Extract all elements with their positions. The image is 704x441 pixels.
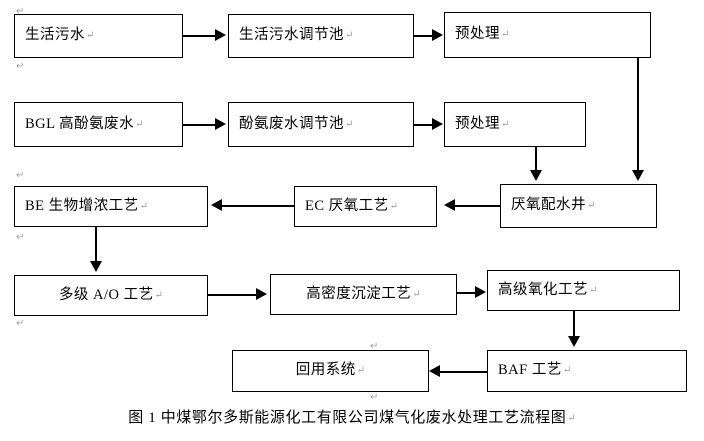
pilcrow-icon: ↵: [562, 365, 572, 377]
node-label: 高级氧化工艺↵: [498, 281, 598, 298]
pilcrow-icon: ↵: [501, 29, 510, 41]
node-label: BGL 高酚氨废水↵: [25, 115, 144, 132]
node-ec-anaerobic[interactable]: EC 厌氧工艺↵: [294, 186, 437, 227]
edge-arrowhead-right-icon: [256, 288, 267, 300]
node-label: 回用系统↵: [295, 362, 366, 379]
pilcrow-icon: ↵: [587, 200, 596, 212]
node-reuse-system[interactable]: 回用系统↵: [232, 350, 429, 392]
edge-arrowhead-right-icon: [432, 118, 443, 130]
node-label: EC 厌氧工艺↵: [305, 197, 399, 214]
edge-line: [95, 227, 97, 263]
stray-pilcrow-mark: ↵: [370, 392, 379, 403]
edge-arrowhead-left-icon: [429, 365, 440, 377]
node-label: 多级 A/O 工艺↵: [58, 286, 164, 303]
node-high-density-sed[interactable]: 高密度沉淀工艺↵: [270, 274, 457, 315]
node-advanced-oxidation[interactable]: 高级氧化工艺↵: [487, 270, 680, 311]
edge-arrowhead-right-icon: [215, 118, 226, 130]
edge-arrowhead-left-icon: [444, 199, 455, 211]
node-label: 高密度沉淀工艺↵: [306, 285, 421, 302]
figure-caption: 图 1 中煤鄂尔多斯能源化工有限公司煤气化废水处理工艺流程图↵: [0, 406, 704, 427]
node-label: 厌氧配水井↵: [511, 197, 596, 214]
edge-arrowhead-right-icon: [432, 29, 443, 41]
node-label: 酚氨废水调节池↵: [239, 115, 354, 132]
edge-line: [183, 35, 217, 37]
node-label: BAF 工艺↵: [498, 362, 572, 379]
pilcrow-icon: ↵: [154, 289, 164, 301]
node-label: BE 生物增浓工艺↵: [25, 197, 149, 214]
pilcrow-icon: ↵: [412, 288, 421, 300]
node-domestic-sewage[interactable]: 生活污水↵: [14, 14, 183, 58]
edge-arrowhead-down-icon: [90, 261, 102, 272]
edge-arrowhead-down-icon: [568, 336, 580, 347]
edge-line: [183, 124, 217, 126]
edge-arrowhead-down-icon: [632, 170, 644, 181]
pilcrow-icon: ↵: [589, 284, 598, 296]
edge-line: [457, 292, 477, 294]
pilcrow-icon: ↵: [135, 118, 144, 130]
node-label: 生活污水调节池↵: [239, 27, 354, 44]
pilcrow-icon: ↵: [389, 200, 399, 212]
edge-line: [573, 311, 575, 338]
stray-pilcrow-mark: ↵: [16, 170, 25, 181]
node-anaerobic-distribution[interactable]: 厌氧配水井↵: [500, 184, 657, 228]
stray-pilcrow-mark: ↵: [16, 318, 25, 329]
pilcrow-icon: ↵: [356, 365, 366, 377]
pilcrow-icon: ↵: [501, 118, 510, 130]
stray-pilcrow-mark: ↵: [16, 61, 25, 72]
stray-pilcrow-mark: ↵: [370, 341, 379, 352]
edge-line: [440, 371, 487, 373]
pilcrow-icon: ↵: [139, 200, 149, 212]
pilcrow-icon: ↵: [345, 30, 354, 42]
stray-pilcrow-mark: ↵: [16, 232, 25, 243]
edge-line: [535, 147, 537, 172]
figure-caption-text: 图 1 中煤鄂尔多斯能源化工有限公司煤气化废水处理工艺流程图: [128, 410, 567, 426]
node-label: 预处理↵: [455, 115, 510, 132]
edge-line: [222, 205, 294, 207]
edge-arrowhead-right-icon: [475, 286, 486, 298]
pilcrow-icon: ↵: [345, 118, 354, 130]
edge-arrowhead-left-icon: [211, 199, 222, 211]
pilcrow-icon: ↵: [86, 30, 95, 42]
node-pretreatment-bottom[interactable]: 预处理↵: [444, 102, 586, 147]
node-label: 预处理↵: [455, 26, 510, 43]
node-domestic-sewage-tank[interactable]: 生活污水调节池↵: [228, 14, 414, 58]
edge-line: [637, 58, 639, 172]
edge-line: [208, 294, 258, 296]
node-label: 生活污水↵: [25, 27, 95, 44]
stray-pilcrow-mark: ↵: [16, 6, 25, 17]
edge-line: [455, 205, 500, 207]
edge-line: [414, 124, 434, 126]
node-multistage-ao[interactable]: 多级 A/O 工艺↵: [14, 275, 208, 316]
edge-line: [414, 35, 434, 37]
node-be-bio-enrichment[interactable]: BE 生物增浓工艺↵: [14, 186, 208, 227]
edge-arrowhead-down-icon: [530, 170, 542, 181]
node-pretreatment-top[interactable]: 预处理↵: [444, 12, 651, 58]
edge-arrowhead-right-icon: [215, 29, 226, 41]
node-baf-process[interactable]: BAF 工艺↵: [487, 350, 687, 392]
node-bgl-phenol-ammonia[interactable]: BGL 高酚氨废水↵: [14, 102, 183, 147]
node-phenol-ammonia-tank[interactable]: 酚氨废水调节池↵: [228, 102, 414, 147]
pilcrow-icon: ↵: [567, 413, 576, 425]
